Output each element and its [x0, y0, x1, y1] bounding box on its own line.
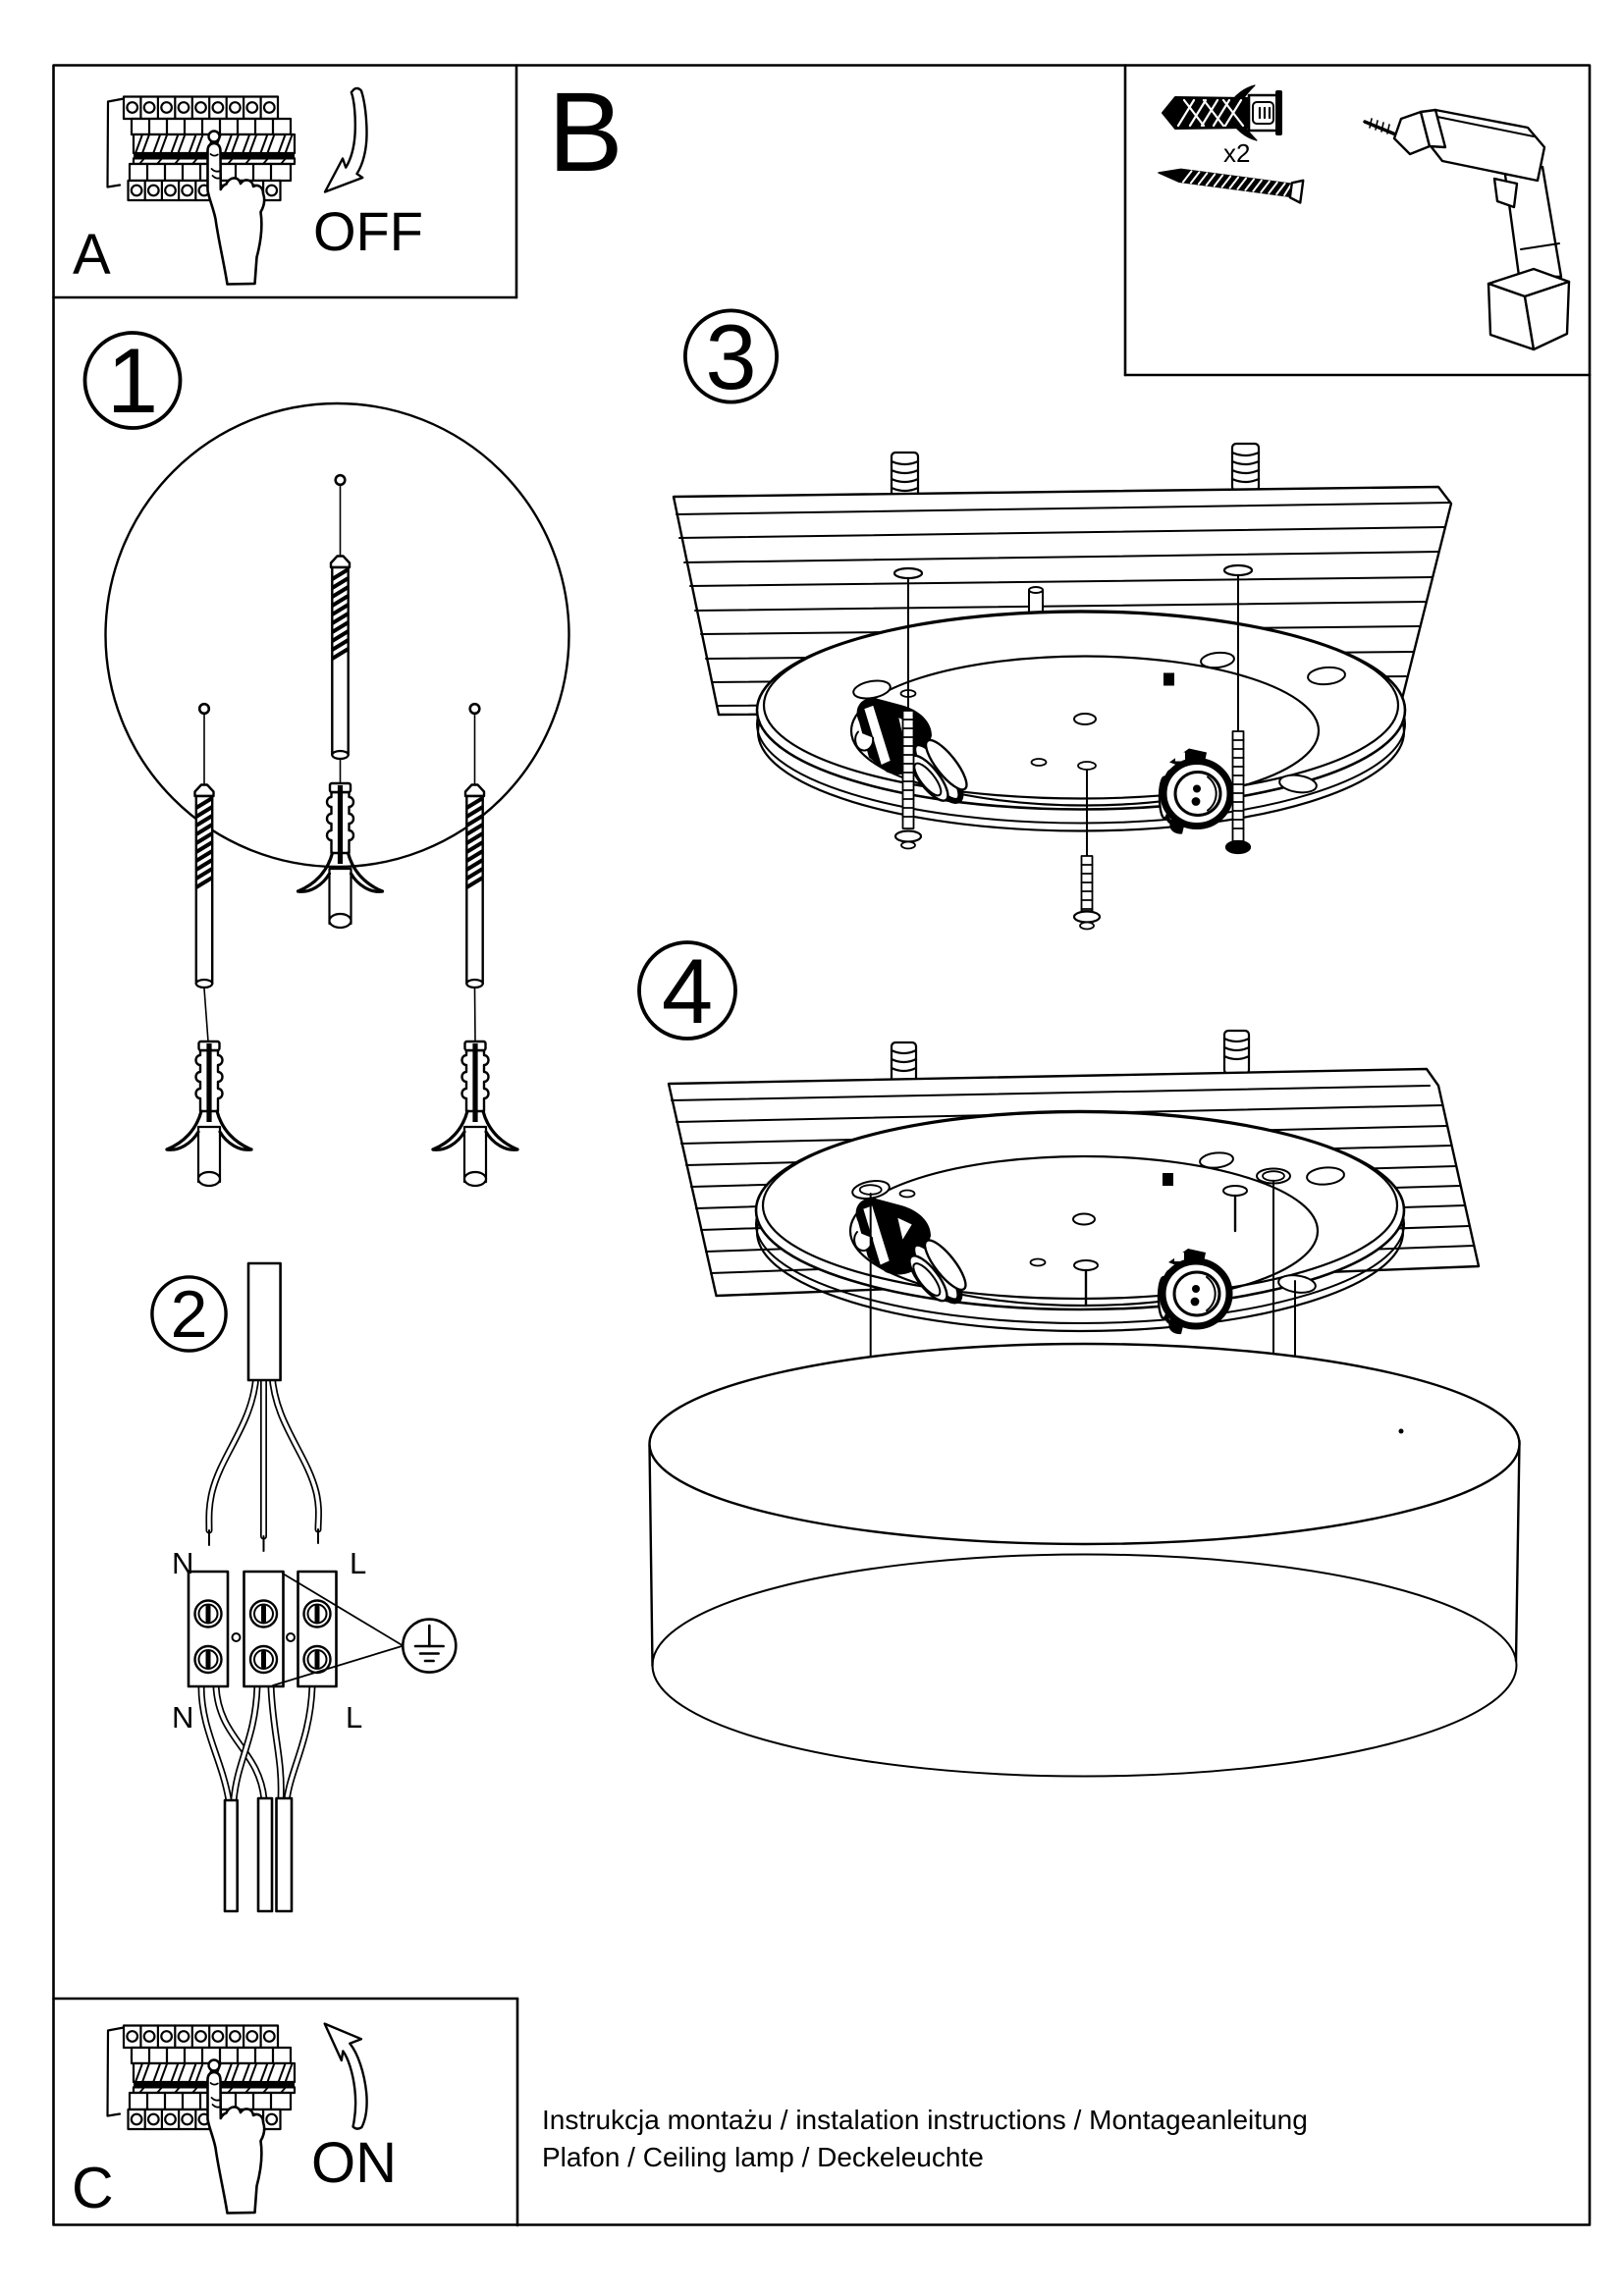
svg-text:Plafon / Ceiling lamp / Deckel: Plafon / Ceiling lamp / Deckeleuchte — [542, 2142, 984, 2172]
svg-text:N: N — [172, 1700, 193, 1735]
svg-text:A: A — [73, 223, 111, 287]
svg-text:3: 3 — [705, 305, 756, 408]
svg-text:N: N — [172, 1546, 193, 1580]
svg-text:L: L — [346, 1700, 362, 1735]
svg-text:OFF: OFF — [313, 200, 423, 262]
svg-text:x2: x2 — [1223, 138, 1250, 168]
svg-text:1: 1 — [107, 329, 158, 432]
svg-text:C: C — [72, 2156, 114, 2220]
svg-text:2: 2 — [171, 1277, 208, 1352]
svg-text:ON: ON — [311, 2131, 397, 2195]
svg-text:4: 4 — [662, 939, 713, 1042]
svg-text:B: B — [548, 70, 623, 195]
svg-text:L: L — [350, 1546, 366, 1580]
svg-text:Instrukcja montażu / instalati: Instrukcja montażu / instalation instruc… — [542, 2105, 1308, 2135]
